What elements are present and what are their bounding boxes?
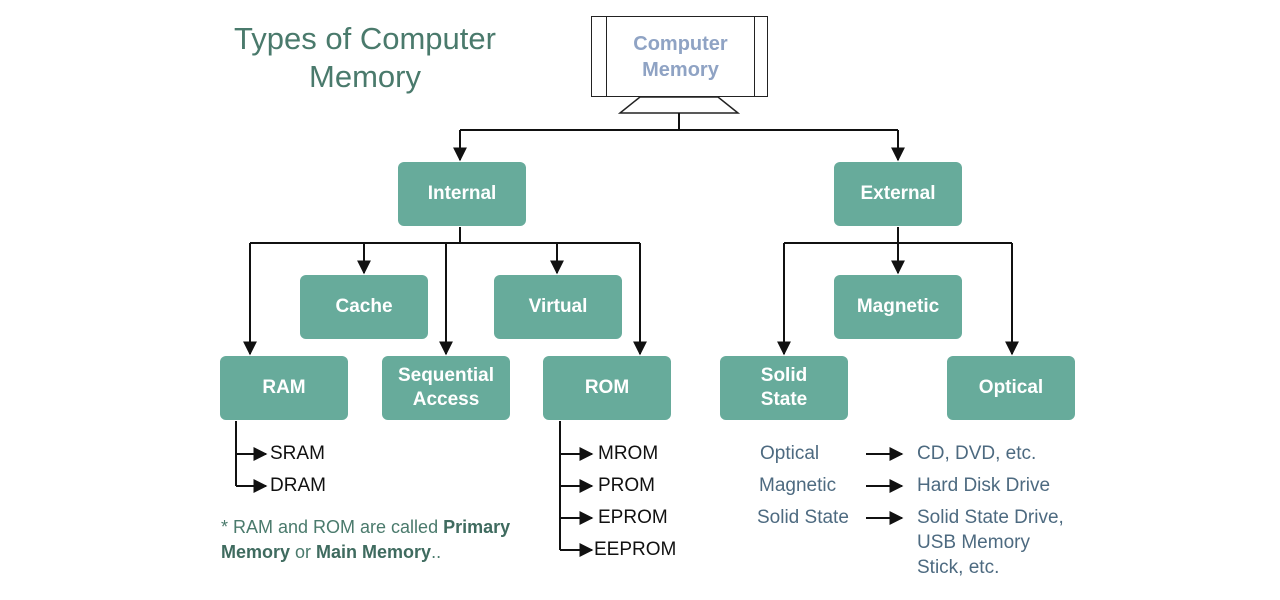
- legend-example-magnetic: Hard Disk Drive: [917, 475, 1051, 496]
- rom-type-mrom: MROM: [598, 443, 659, 464]
- node-optical-label: Optical: [978, 377, 1044, 398]
- node-sequential-label-2: Access: [412, 389, 480, 410]
- node-virtual: Virtual: [494, 275, 622, 339]
- title-line-2: Memory: [309, 59, 421, 94]
- legend-example-solid-state-1: Solid State Drive,: [917, 507, 1064, 528]
- primary-memory-note: * RAM and ROM are called Primary Memory …: [221, 515, 511, 565]
- node-magnetic: Magnetic: [834, 275, 962, 339]
- monitor-screen: Computer Memory: [606, 17, 755, 96]
- root-label-line-2: Memory: [642, 58, 719, 81]
- root-label-line-1: Computer: [633, 32, 728, 55]
- node-ram: RAM: [220, 356, 348, 420]
- node-virtual-label: Virtual: [528, 296, 588, 317]
- legend-example-solid-state-2: USB Memory: [917, 532, 1030, 553]
- node-sequential-label-1: Sequential: [397, 365, 495, 386]
- rom-type-eprom: EPROM: [598, 507, 668, 528]
- node-rom: ROM: [543, 356, 671, 420]
- note-term-main-memory: Main Memory: [316, 542, 432, 562]
- note-prefix: * RAM and ROM are called: [221, 517, 444, 537]
- node-sequential-access: Sequential Access: [382, 356, 510, 420]
- node-magnetic-label: Magnetic: [856, 296, 940, 317]
- legend-example-optical: CD, DVD, etc.: [917, 443, 1037, 464]
- title-line-1: Types of Computer: [234, 21, 496, 56]
- legend-type-magnetic: Magnetic: [759, 475, 837, 496]
- node-solid-state-label-2: State: [760, 389, 808, 410]
- node-cache: Cache: [300, 275, 428, 339]
- node-internal: Internal: [398, 162, 526, 226]
- node-rom-label: ROM: [584, 377, 630, 398]
- root-node-computer-memory: Computer Memory: [591, 16, 768, 97]
- legend-type-optical: Optical: [760, 443, 820, 464]
- rom-type-eeprom: EEPROM: [594, 539, 677, 560]
- node-solid-state-label-1: Solid: [760, 365, 808, 386]
- ram-type-sram: SRAM: [270, 443, 325, 464]
- diagram-title: Types of Computer Memory: [210, 20, 520, 96]
- legend-type-solid-state: Solid State: [757, 507, 849, 528]
- node-external-label: External: [860, 183, 936, 204]
- note-term-primary-memory: Primary Memory: [221, 517, 511, 562]
- legend-example-solid-state-3: Stick, etc.: [917, 557, 1000, 578]
- note-middle: or: [290, 542, 317, 562]
- node-ram-label: RAM: [262, 377, 306, 398]
- node-internal-label: Internal: [427, 183, 497, 204]
- node-solid-state: Solid State: [720, 356, 848, 420]
- node-optical: Optical: [947, 356, 1075, 420]
- node-cache-label: Cache: [335, 296, 393, 317]
- rom-type-prom: PROM: [598, 475, 655, 496]
- node-external: External: [834, 162, 962, 226]
- ram-type-dram: DRAM: [270, 475, 326, 496]
- note-suffix: ..: [431, 542, 442, 562]
